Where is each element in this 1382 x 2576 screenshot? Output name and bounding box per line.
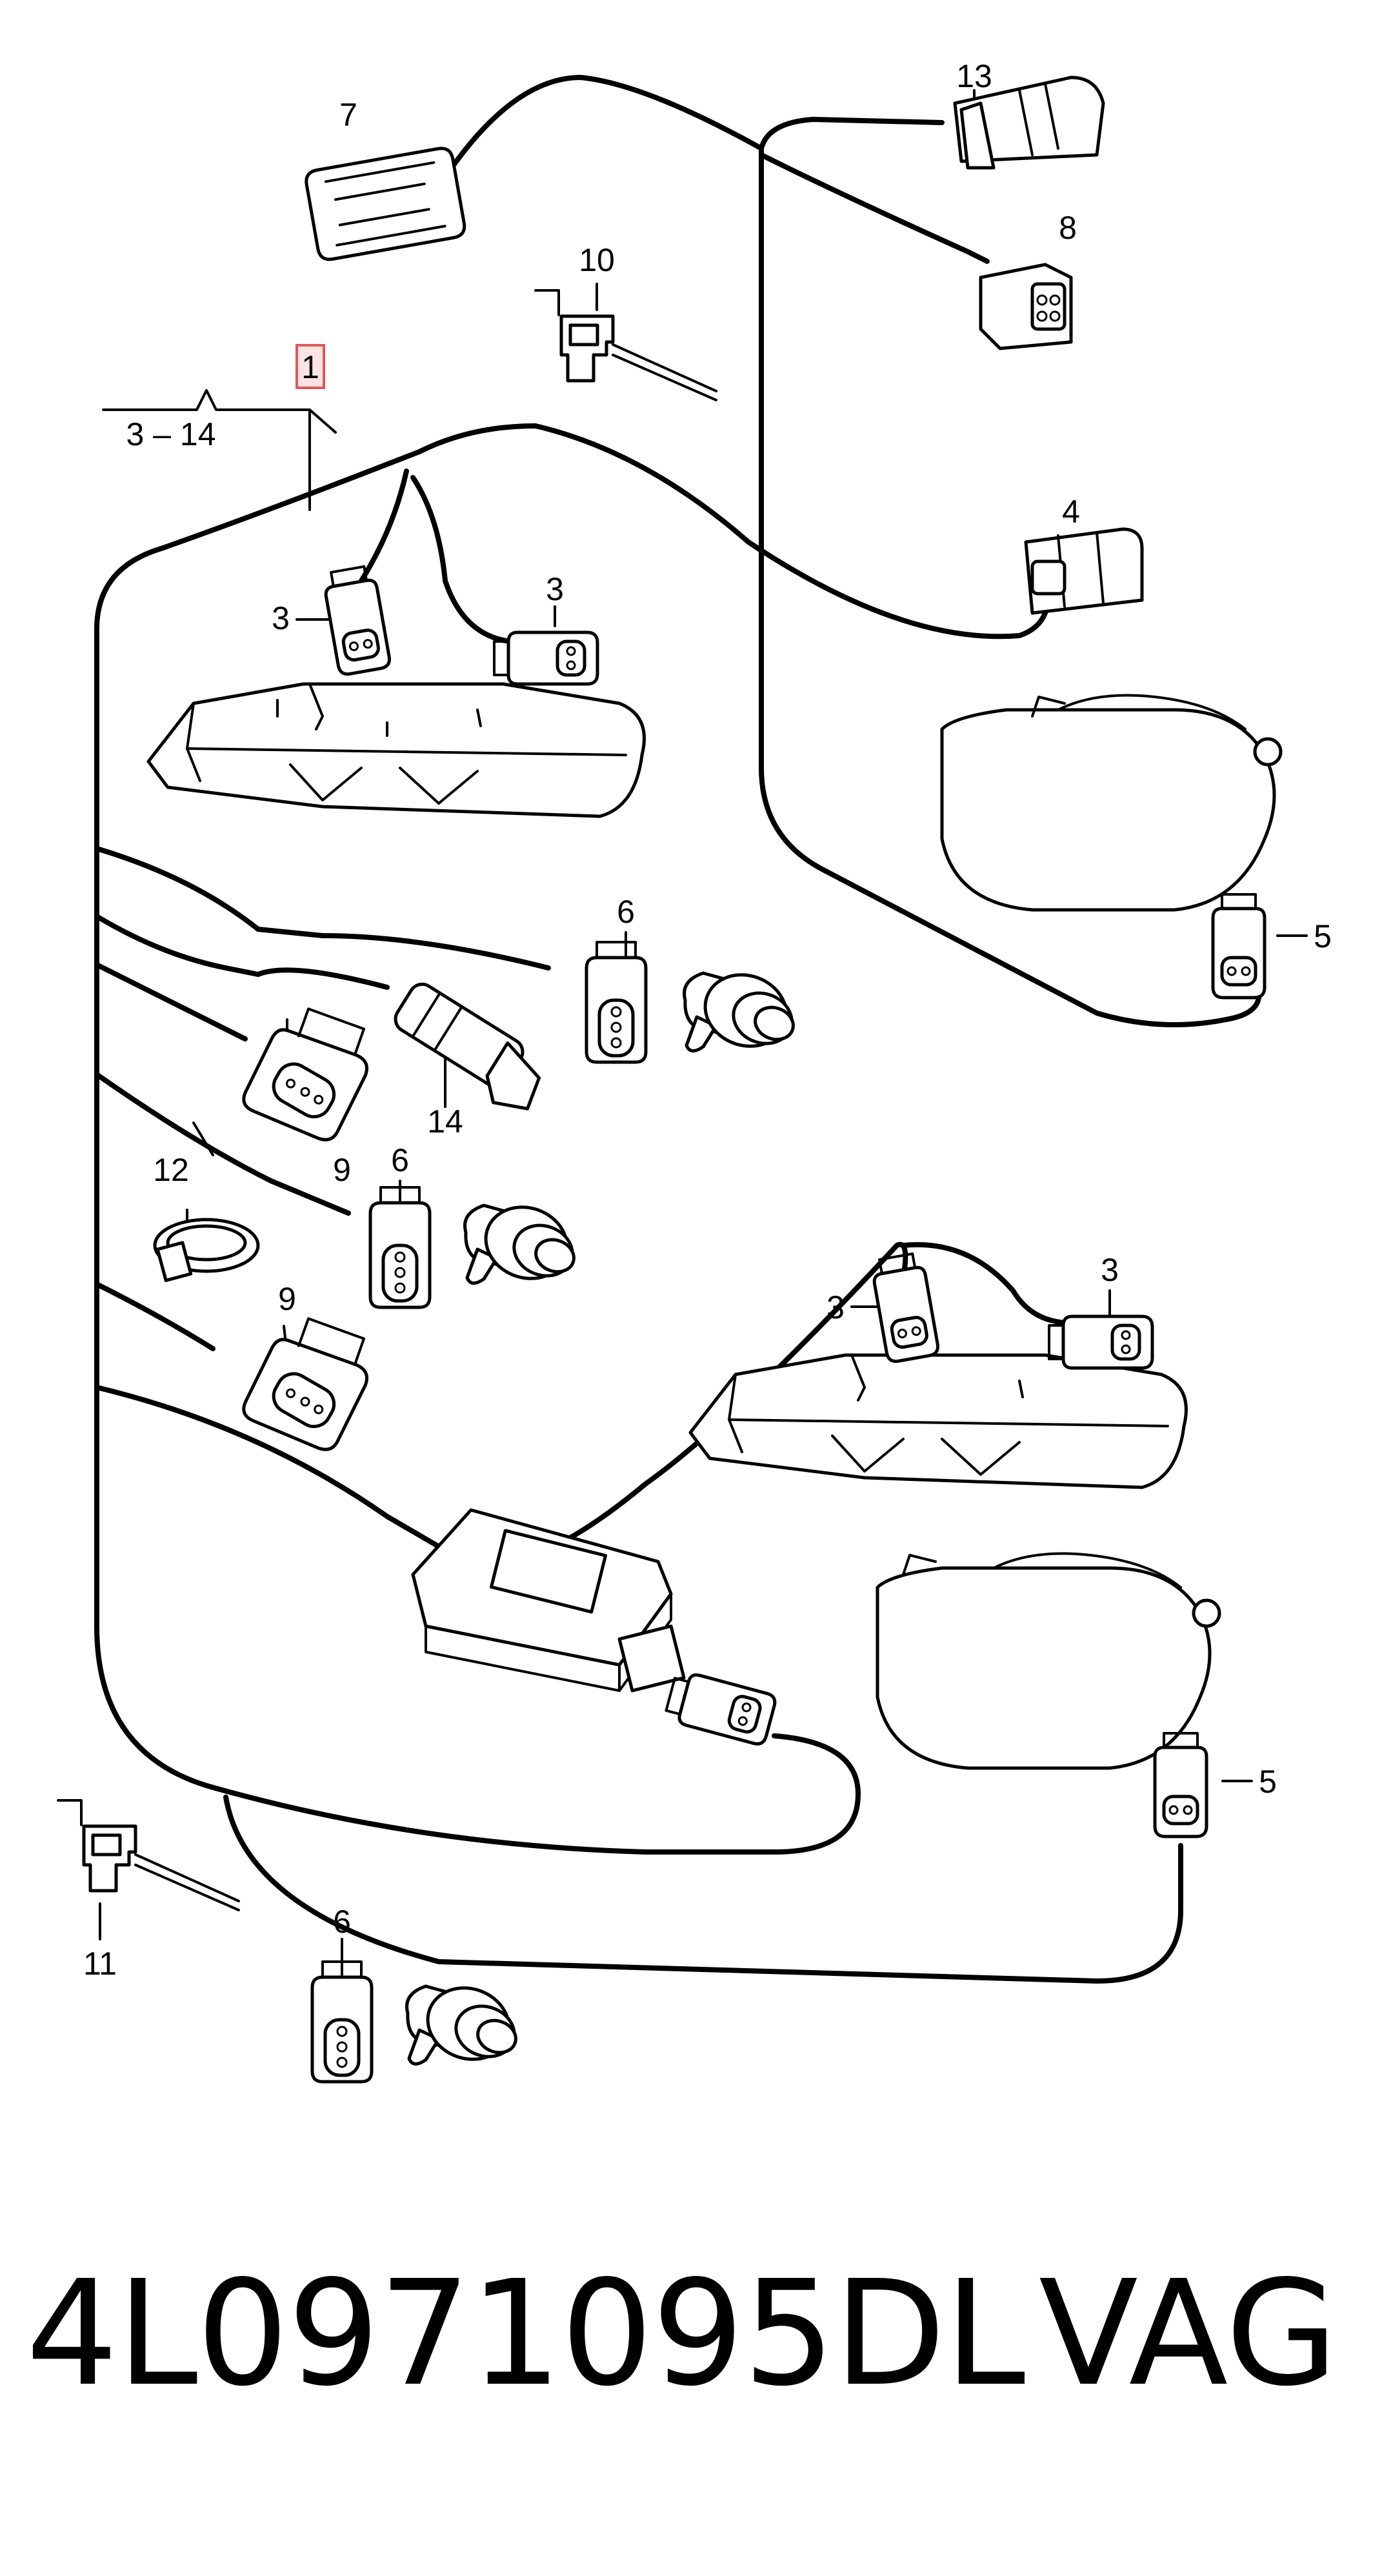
connector-6-b (370, 1187, 430, 1307)
connector-3-a (322, 565, 391, 675)
callout-11: 11 (83, 1946, 117, 1982)
callout-14: 14 (427, 1103, 463, 1140)
callout-13: 13 (956, 58, 992, 94)
callout-3-b: 3 (546, 571, 564, 607)
callout-5-a: 5 (1314, 918, 1332, 954)
indicator-lamp-upper (146, 682, 646, 818)
park-sensor-a (685, 963, 799, 1057)
connector-control-unit (664, 1669, 777, 1746)
callout-6-c: 6 (333, 1904, 351, 1940)
connector-3-b (494, 632, 597, 684)
callout-6-a: 6 (617, 894, 635, 930)
brand-name: VAG (1039, 2249, 1338, 2419)
indicator-lamp-lower (688, 1353, 1188, 1489)
connector-3-d (1049, 1316, 1152, 1368)
connector-7 (305, 146, 466, 261)
main-callout-box (295, 344, 325, 389)
callout-labels: 1 3 – 14 13 7 8 10 4 3 3 5 6 14 9 12 6 9… (83, 58, 1332, 1982)
cable-tie-12 (153, 1218, 260, 1282)
control-unit (411, 1508, 686, 1693)
connector-10-clip (536, 290, 716, 400)
callout-3-a: 3 (272, 600, 290, 636)
callout-3-d: 3 (1101, 1252, 1119, 1288)
callout-7: 7 (339, 97, 357, 133)
harness-wires (94, 75, 1262, 1984)
callout-9-a: 9 (333, 1152, 351, 1188)
callout-9-b: 9 (278, 1281, 296, 1317)
part-number: 4L0971095DL (26, 2249, 1025, 2419)
connector-3-c (870, 1252, 939, 1362)
connector-5-b (1155, 1733, 1207, 1836)
callout-5-b: 5 (1259, 1764, 1277, 1800)
callout-1: 1 (301, 349, 319, 385)
callout-10: 10 (579, 242, 615, 278)
callout-12: 12 (153, 1152, 189, 1188)
callout-range-3-14: 3 – 14 (126, 416, 215, 452)
park-sensor-c (407, 1977, 522, 2070)
callout-8: 8 (1059, 210, 1077, 246)
connector-5-a (1213, 894, 1265, 998)
connector-9-a (235, 991, 388, 1152)
fog-lamp-upper (940, 694, 1283, 912)
connector-11-clip (58, 1800, 239, 1910)
connector-8 (979, 263, 1073, 350)
connector-13 (953, 75, 1105, 170)
fog-lamp-lower (876, 1552, 1221, 1770)
connector-9-b (235, 1301, 388, 1462)
connector-4 (1024, 527, 1144, 615)
connector-6-c (312, 1962, 372, 2082)
callout-3-c: 3 (826, 1289, 845, 1325)
park-sensor-b (465, 1196, 580, 1289)
connector-14 (394, 982, 541, 1111)
callout-6-b: 6 (391, 1142, 409, 1178)
callout-4: 4 (1062, 494, 1080, 530)
connector-6-a (586, 942, 646, 1062)
